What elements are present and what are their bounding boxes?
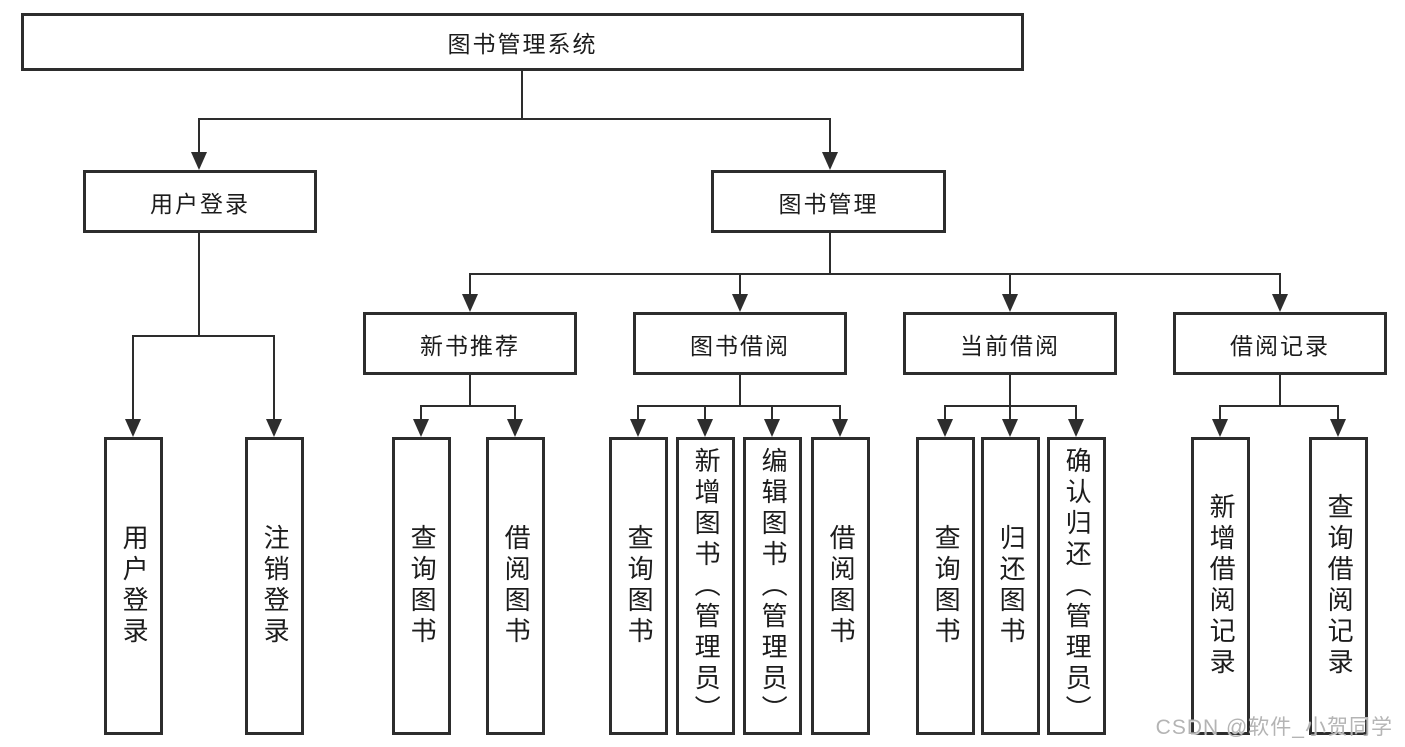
connector-line bbox=[420, 405, 422, 419]
arrow-down-icon bbox=[764, 419, 780, 437]
connector-line bbox=[1219, 405, 1221, 419]
arrow-down-icon bbox=[937, 419, 953, 437]
leaf-add-books-admin: 新增图书（管理员） bbox=[676, 437, 735, 735]
node-book-borrow: 图书借阅 bbox=[633, 312, 847, 375]
leaf-user-login-label: 用户登录 bbox=[119, 524, 150, 648]
arrow-down-icon bbox=[507, 419, 523, 437]
connector-line bbox=[739, 375, 741, 405]
leaf-logout: 注销登录 bbox=[245, 437, 304, 735]
arrow-down-icon bbox=[1002, 419, 1018, 437]
connector-line bbox=[1219, 405, 1338, 407]
connector-line bbox=[132, 335, 134, 419]
leaf-recommend-query-books: 查询图书 bbox=[392, 437, 451, 735]
leaf-add-books-admin-label: 新增图书（管理员） bbox=[691, 446, 722, 726]
arrow-down-icon bbox=[1272, 294, 1288, 312]
connector-line bbox=[829, 118, 831, 154]
connector-line bbox=[771, 405, 773, 419]
node-book-management: 图书管理 bbox=[711, 170, 946, 233]
arrow-down-icon bbox=[1068, 419, 1084, 437]
connector-line bbox=[637, 405, 841, 407]
leaf-borrow-books: 借阅图书 bbox=[811, 437, 870, 735]
connector-line bbox=[944, 405, 946, 419]
connector-line bbox=[273, 335, 275, 419]
node-borrow-records-label: 借阅记录 bbox=[1230, 332, 1330, 359]
leaf-confirm-return-admin-label: 确认归还（管理员） bbox=[1062, 446, 1093, 726]
arrow-down-icon bbox=[732, 294, 748, 312]
node-root-label: 图书管理系统 bbox=[447, 31, 598, 57]
leaf-recommend-borrow-books: 借阅图书 bbox=[486, 437, 545, 735]
connector-line bbox=[1075, 405, 1077, 419]
leaf-recommend-query-books-label: 查询图书 bbox=[407, 524, 438, 648]
connector-line bbox=[637, 405, 639, 419]
connector-line bbox=[1279, 273, 1281, 294]
leaf-edit-books-admin-label: 编辑图书（管理员） bbox=[758, 446, 789, 726]
leaf-current-query-books-label: 查询图书 bbox=[931, 524, 962, 648]
leaf-confirm-return-admin: 确认归还（管理员） bbox=[1047, 437, 1106, 735]
arrow-down-icon bbox=[697, 419, 713, 437]
leaf-return-books-label: 归还图书 bbox=[996, 524, 1027, 648]
leaf-borrow-query-books: 查询图书 bbox=[609, 437, 668, 735]
node-root: 图书管理系统 bbox=[21, 13, 1024, 71]
arrow-down-icon bbox=[822, 152, 838, 170]
leaf-borrow-books-label: 借阅图书 bbox=[826, 524, 857, 648]
leaf-recommend-borrow-books-label: 借阅图书 bbox=[501, 524, 532, 648]
connector-line bbox=[198, 233, 200, 335]
connector-line bbox=[704, 405, 706, 419]
node-current-borrow-label: 当前借阅 bbox=[960, 332, 1060, 359]
arrow-down-icon bbox=[832, 419, 848, 437]
connector-line bbox=[521, 71, 523, 118]
connector-line bbox=[198, 118, 831, 120]
leaf-query-borrow-record-label: 查询借阅记录 bbox=[1324, 493, 1355, 679]
arrow-down-icon bbox=[125, 419, 141, 437]
connector-line bbox=[198, 118, 200, 154]
connector-line bbox=[469, 273, 471, 294]
connector-line bbox=[839, 405, 841, 419]
connector-line bbox=[469, 273, 1281, 275]
arrow-down-icon bbox=[1002, 294, 1018, 312]
connector-line bbox=[469, 375, 471, 405]
node-book-borrow-label: 图书借阅 bbox=[690, 332, 790, 359]
connector-line bbox=[1337, 405, 1339, 419]
connector-line bbox=[1009, 375, 1011, 405]
connector-line bbox=[1279, 375, 1281, 405]
connector-line bbox=[1009, 405, 1011, 419]
node-current-borrow: 当前借阅 bbox=[903, 312, 1117, 375]
csdn-watermark: CSDN @软件_小贺同学 bbox=[1155, 716, 1393, 739]
node-user-login-label: 用户登录 bbox=[150, 190, 250, 217]
arrow-down-icon bbox=[630, 419, 646, 437]
connector-line bbox=[514, 405, 516, 419]
arrow-down-icon bbox=[266, 419, 282, 437]
connector-line bbox=[829, 233, 831, 273]
leaf-current-query-books: 查询图书 bbox=[916, 437, 975, 735]
leaf-edit-books-admin: 编辑图书（管理员） bbox=[743, 437, 802, 735]
connector-line bbox=[132, 335, 275, 337]
arrow-down-icon bbox=[191, 152, 207, 170]
arrow-down-icon bbox=[413, 419, 429, 437]
leaf-logout-label: 注销登录 bbox=[260, 524, 291, 648]
arrow-down-icon bbox=[1330, 419, 1346, 437]
node-new-book-recommend-label: 新书推荐 bbox=[420, 332, 520, 359]
leaf-add-borrow-record-label: 新增借阅记录 bbox=[1206, 493, 1237, 679]
connector-line bbox=[420, 405, 516, 407]
arrow-down-icon bbox=[1212, 419, 1228, 437]
node-borrow-records: 借阅记录 bbox=[1173, 312, 1387, 375]
arrow-down-icon bbox=[462, 294, 478, 312]
connector-line bbox=[1009, 273, 1011, 294]
connector-line bbox=[739, 273, 741, 294]
leaf-user-login: 用户登录 bbox=[104, 437, 163, 735]
leaf-add-borrow-record: 新增借阅记录 bbox=[1191, 437, 1250, 735]
node-user-login: 用户登录 bbox=[83, 170, 317, 233]
leaf-return-books: 归还图书 bbox=[981, 437, 1040, 735]
leaf-borrow-query-books-label: 查询图书 bbox=[624, 524, 655, 648]
node-new-book-recommend: 新书推荐 bbox=[363, 312, 577, 375]
leaf-query-borrow-record: 查询借阅记录 bbox=[1309, 437, 1368, 735]
node-book-management-label: 图书管理 bbox=[778, 190, 879, 217]
